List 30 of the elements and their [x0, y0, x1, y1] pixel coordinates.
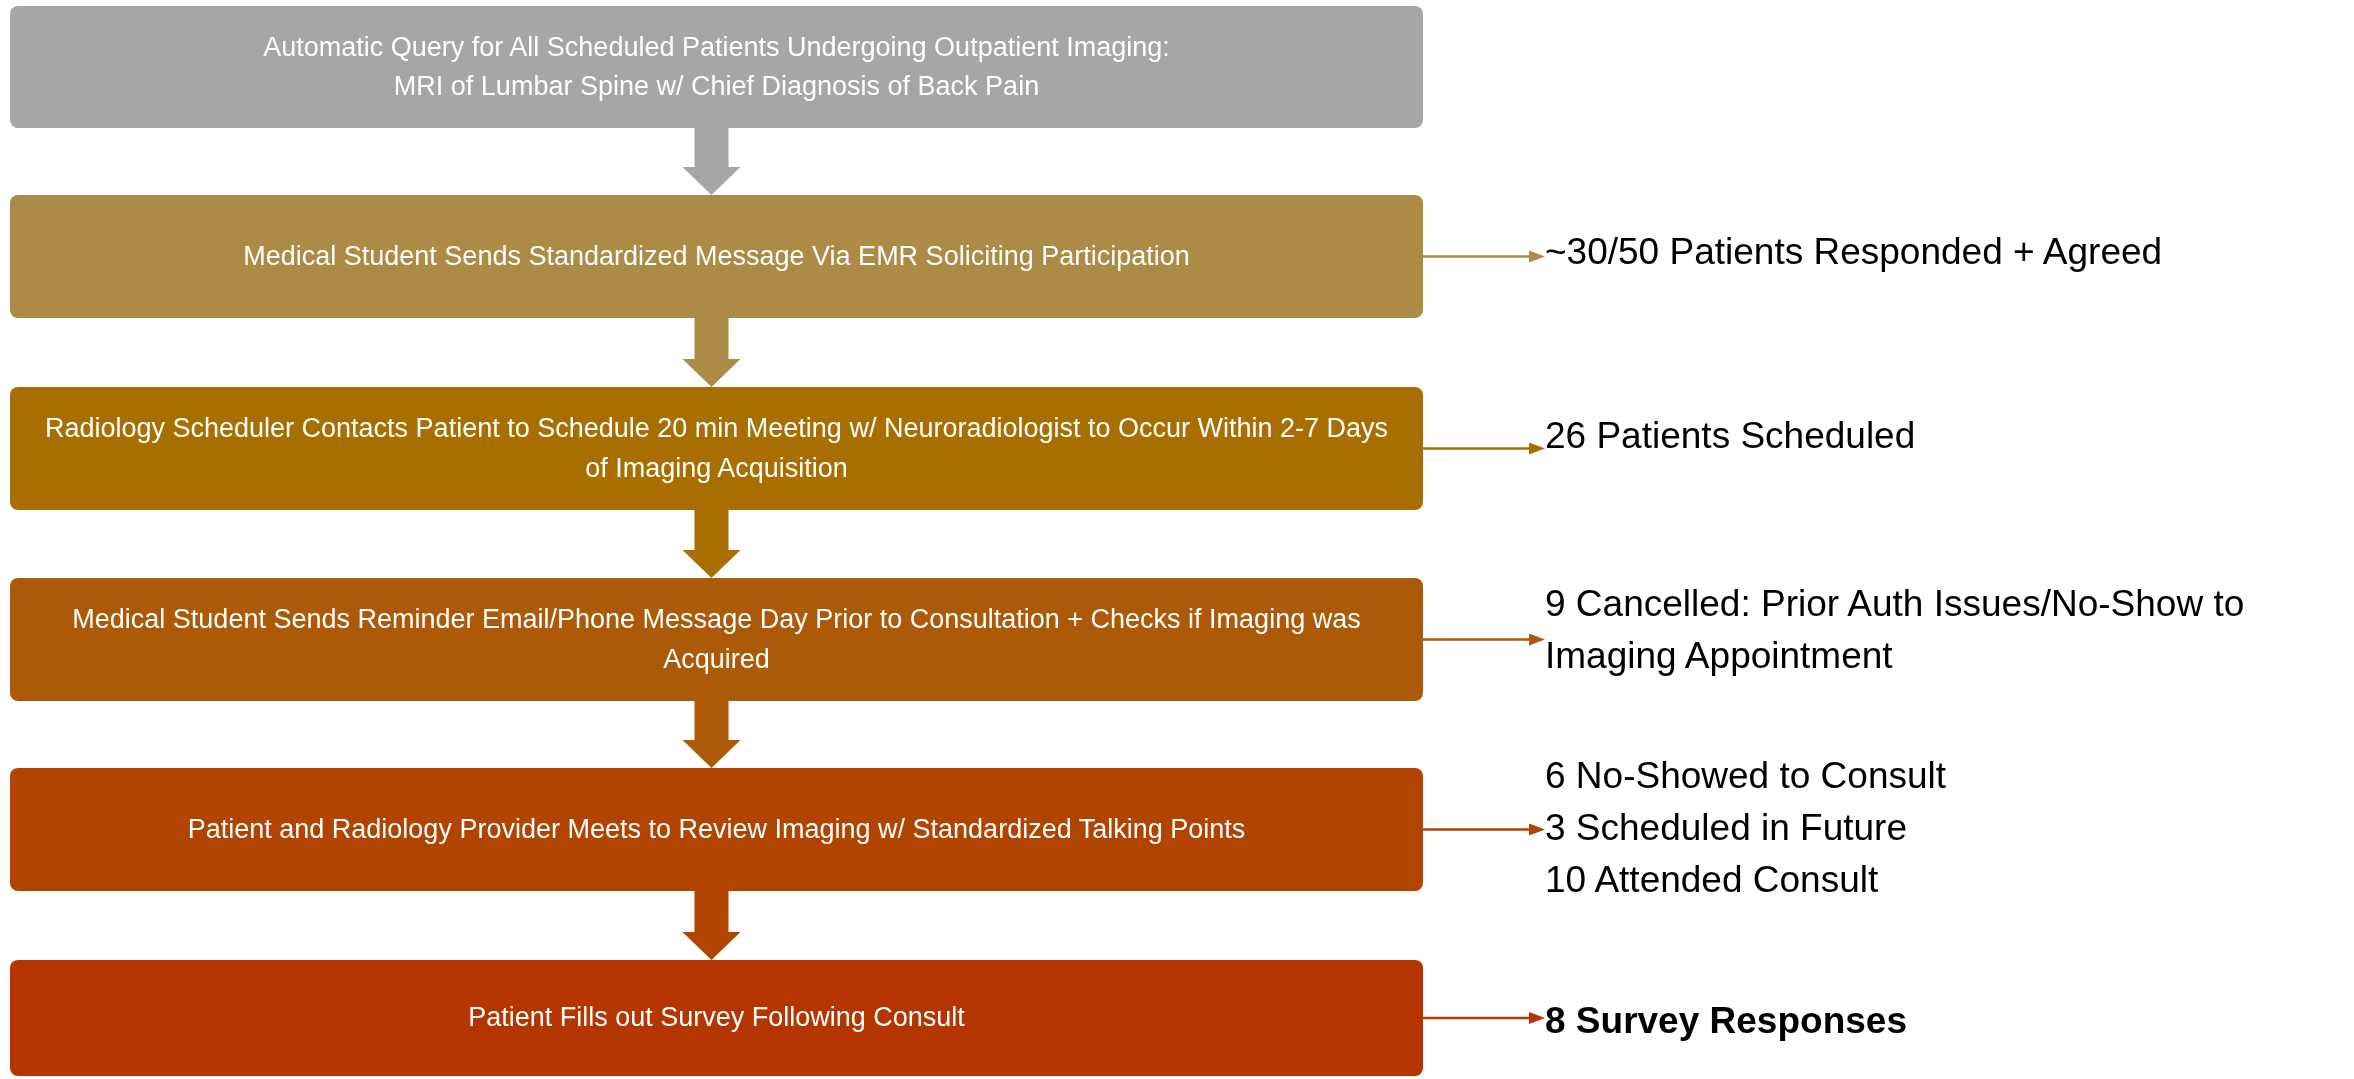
process-box — [10, 195, 1423, 318]
process-box — [10, 387, 1423, 510]
step-text: Patient and Radiology Provider Meets to Review Imaging w/ Standardized Talking Points — [187, 812, 1246, 846]
step-text: Patient Fills out Survey Following Consult — [468, 1001, 965, 1035]
step-text: Medical Student Sends Standardized Message Via EMR Soliciting Participation — [243, 239, 1190, 273]
step-text: Radiology Scheduler Contacts Patient to Schedule 20 min Meeting w/ Neuroradiologist to Occur Within 2-7 Days of Imaging Acquisition — [43, 412, 1390, 485]
result-text: ~30/50 Patients Responded + Agreed — [1545, 230, 2164, 274]
process-box — [10, 960, 1423, 1076]
result-text: 8 Survey Responses — [1545, 999, 1908, 1043]
arrow — [1423, 633, 1545, 646]
arrow — [1423, 1012, 1545, 1024]
result-text: 3 Scheduled in Future — [1545, 805, 1908, 850]
process-box — [10, 578, 1423, 701]
result-text: 9 Cancelled: Prior Auth Issues/No-Show to Imaging Appointment — [1545, 582, 2246, 678]
arrow — [1423, 823, 1545, 836]
flow-arrow — [682, 318, 741, 387]
flow-arrow — [682, 510, 741, 578]
result-text: 10 Attended Consult — [1545, 857, 1880, 902]
result-text: 26 Patients Scheduled — [1545, 414, 1917, 458]
result-text: 6 No-Showed to Consult — [1545, 754, 1948, 798]
flow-arrow — [682, 891, 741, 960]
step-text: MRI of Lumbar Spine w/ Chief Diagnosis of Back Pain — [393, 70, 1040, 103]
flow-arrow — [682, 128, 741, 195]
step-text: Medical Student Sends Reminder Email/Phone Message Day Prior to Consultation + Checks if Imaging was Acquired — [71, 603, 1362, 676]
step-text: Automatic Query for All Scheduled Patients Undergoing Outpatient Imaging: — [263, 30, 1170, 64]
arrow — [1423, 442, 1545, 455]
arrow — [1423, 250, 1545, 263]
flow-arrow — [682, 701, 741, 768]
process-box — [10, 6, 1423, 128]
process-box — [10, 768, 1423, 891]
